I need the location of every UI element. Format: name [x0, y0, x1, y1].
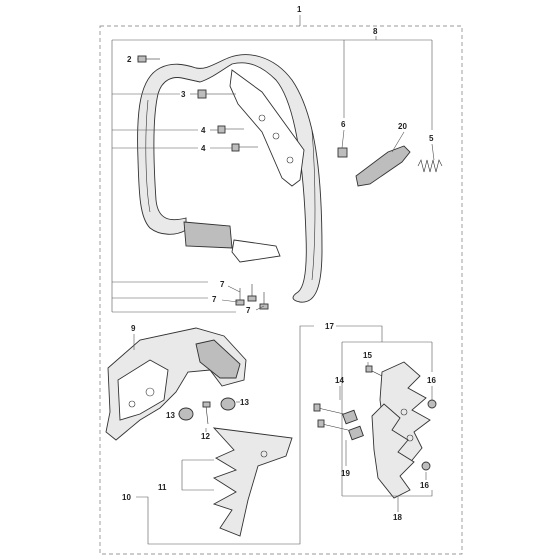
callout-6: 6 — [341, 120, 346, 129]
callout-13-left: 13 — [166, 411, 175, 420]
front-handle-assembly — [137, 54, 443, 310]
spike-plate-front — [371, 403, 415, 499]
nut-16-upper — [427, 399, 437, 409]
spike-kit — [313, 361, 437, 499]
assembly-frame — [99, 25, 463, 555]
callout-19: 19 — [341, 469, 350, 478]
lever-20 — [355, 145, 411, 187]
hand-guard-assembly — [105, 327, 293, 537]
screws-7 — [235, 284, 269, 310]
front-handle-icon — [137, 54, 323, 303]
callout-14: 14 — [335, 376, 344, 385]
callout-7-c: 7 — [246, 306, 251, 315]
callout-13-right: 13 — [240, 398, 249, 407]
callout-18: 18 — [393, 513, 402, 522]
callout-12: 12 — [201, 432, 210, 441]
callout-8: 8 — [373, 27, 378, 36]
washer-13-left — [178, 407, 194, 421]
callout-3: 3 — [181, 90, 186, 99]
callout-labels: 1 8 2 3 4 4 6 20 5 7 7 7 9 13 13 12 11 1… — [122, 5, 436, 522]
leader-lines — [111, 15, 435, 545]
callout-4-lower: 4 — [201, 144, 206, 153]
bumper-spike-icon — [212, 427, 293, 537]
callout-1: 1 — [297, 5, 302, 14]
bolt-2 — [137, 55, 160, 63]
callout-20: 20 — [398, 122, 407, 131]
spring-5 — [417, 159, 443, 173]
callout-7-a: 7 — [220, 280, 225, 289]
nut-16-lower — [421, 461, 431, 471]
screw-4-lower — [231, 143, 258, 152]
callout-9: 9 — [131, 324, 136, 333]
callout-16-upper: 16 — [427, 376, 436, 385]
spacer-6 — [337, 147, 348, 158]
screw-4-upper — [217, 125, 244, 134]
lower-mount-plate — [231, 239, 281, 263]
callout-11: 11 — [158, 483, 167, 492]
callout-7-b: 7 — [212, 295, 217, 304]
callout-15: 15 — [363, 351, 372, 360]
callout-17: 17 — [325, 322, 334, 331]
callout-5: 5 — [429, 134, 434, 143]
grip-sleeve — [183, 221, 233, 249]
callout-16-lower: 16 — [420, 481, 429, 490]
callout-2: 2 — [127, 55, 132, 64]
washer-13-right — [220, 397, 236, 411]
spacer-19-b — [348, 425, 364, 441]
callout-10: 10 — [122, 493, 131, 502]
handle-bracket — [229, 69, 305, 187]
spacer-19-a — [342, 409, 358, 425]
bolt-3 — [197, 89, 236, 99]
callout-4-upper: 4 — [201, 126, 206, 135]
